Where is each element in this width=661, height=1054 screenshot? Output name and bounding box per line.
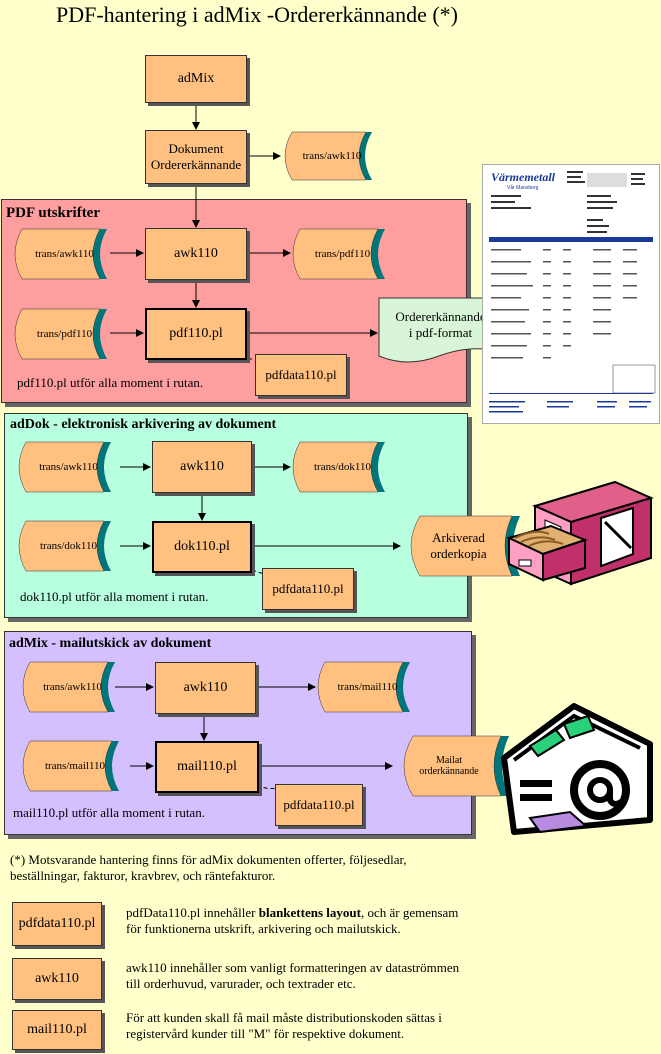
- dok-panel-title: adDok - elektronisk arkivering av dokume…: [10, 417, 277, 432]
- mail-envelope-icon: [490, 700, 658, 840]
- dok-note: dok110.pl utför alla moment i rutan.: [20, 589, 209, 604]
- page-title: PDF-hantering i adMix -Ordererkännande (…: [56, 2, 458, 27]
- invoice-document-image: Värmemetall Vår Mansberg: [482, 164, 660, 424]
- dok-output-line2: orderkopia: [430, 546, 487, 561]
- dok-output-store: Arkiverad orderkopia: [400, 514, 525, 578]
- store-mail-in2: trans/mail110: [20, 739, 130, 793]
- dokument-label-1: Dokument: [168, 141, 224, 156]
- dokument-box: Dokument Ordererkännande: [145, 130, 247, 184]
- mail-awk-box: awk110: [155, 662, 256, 714]
- store-pdf-in1: trans/awk110: [12, 227, 117, 281]
- pdf-output-line1: Ordererkännande: [395, 309, 486, 324]
- legend-label-pdfdata: pdfdata110.pl: [12, 902, 102, 946]
- mail-output-line2: orderkännande: [419, 766, 479, 777]
- footnote-line-2: beställningar, fakturor, kravbrev, och r…: [10, 868, 276, 883]
- dok-awk-box: awk110: [152, 441, 252, 493]
- mail-proc-box: mail110.pl: [155, 741, 259, 793]
- pdf-data-box: pdfdata110.pl: [255, 354, 347, 396]
- dok-proc-box: dok110.pl: [152, 521, 252, 573]
- pdf-awk-box: awk110: [145, 228, 247, 280]
- pdf-output-line2: i pdf-format: [408, 325, 473, 340]
- legend-text-awk: awk110 innehåller som vanligt formatteri…: [126, 960, 460, 991]
- store-dok-in2: trans/dok110: [16, 519, 121, 573]
- mail-panel-title: adMix - mailutskick av dokument: [9, 636, 212, 651]
- legend-label-mail: mail110.pl: [12, 1010, 102, 1050]
- filing-cabinet-icon: [505, 478, 655, 590]
- pdf-proc-box: pdf110.pl: [145, 308, 247, 360]
- legend-text-mail: För att kunden skall få mail måste distr…: [126, 1010, 442, 1041]
- store-mail-out: trans/mail110: [315, 660, 420, 714]
- store-dok-out: trans/dok110: [290, 440, 395, 494]
- legend-text-pdfdata: pdfData110.pl innehåller blankettens lay…: [126, 905, 459, 936]
- mail-output-store: Mailat orderkännande: [393, 734, 513, 798]
- mail-data-box: pdfdata110.pl: [275, 784, 363, 826]
- store-mail-in1: trans/awk110: [20, 660, 125, 714]
- mail-output-line1: Mailat: [435, 755, 463, 766]
- store-pdf-in2: trans/pdf110: [12, 307, 117, 361]
- dokument-label-2: Ordererkännande: [150, 157, 242, 172]
- footnote: (*) Motsvarande hantering finns för adMi…: [10, 852, 530, 884]
- mail-note: mail110.pl utför alla moment i rutan.: [13, 805, 205, 820]
- dok-data-box: pdfdata110.pl: [262, 568, 354, 610]
- store-pdf-out: trans/pdf110: [290, 227, 395, 281]
- store-dok-in1: trans/awk110: [16, 440, 121, 494]
- legend-label-awk: awk110: [12, 958, 102, 1000]
- pdf-note: pdf110.pl utför alla moment i rutan.: [17, 375, 204, 390]
- footnote-line-1: (*) Motsvarande hantering finns för adMi…: [10, 852, 407, 867]
- pdf-panel-title: PDF utskrifter: [6, 205, 100, 221]
- store-trans-awk-top: trans/awk110: [282, 130, 382, 182]
- invoice-brand: Värmemetall: [491, 170, 556, 184]
- invoice-sub: Vår Mansberg: [507, 184, 539, 191]
- dok-output-line1: Arkiverad: [432, 530, 485, 545]
- admix-box: adMix: [145, 55, 247, 103]
